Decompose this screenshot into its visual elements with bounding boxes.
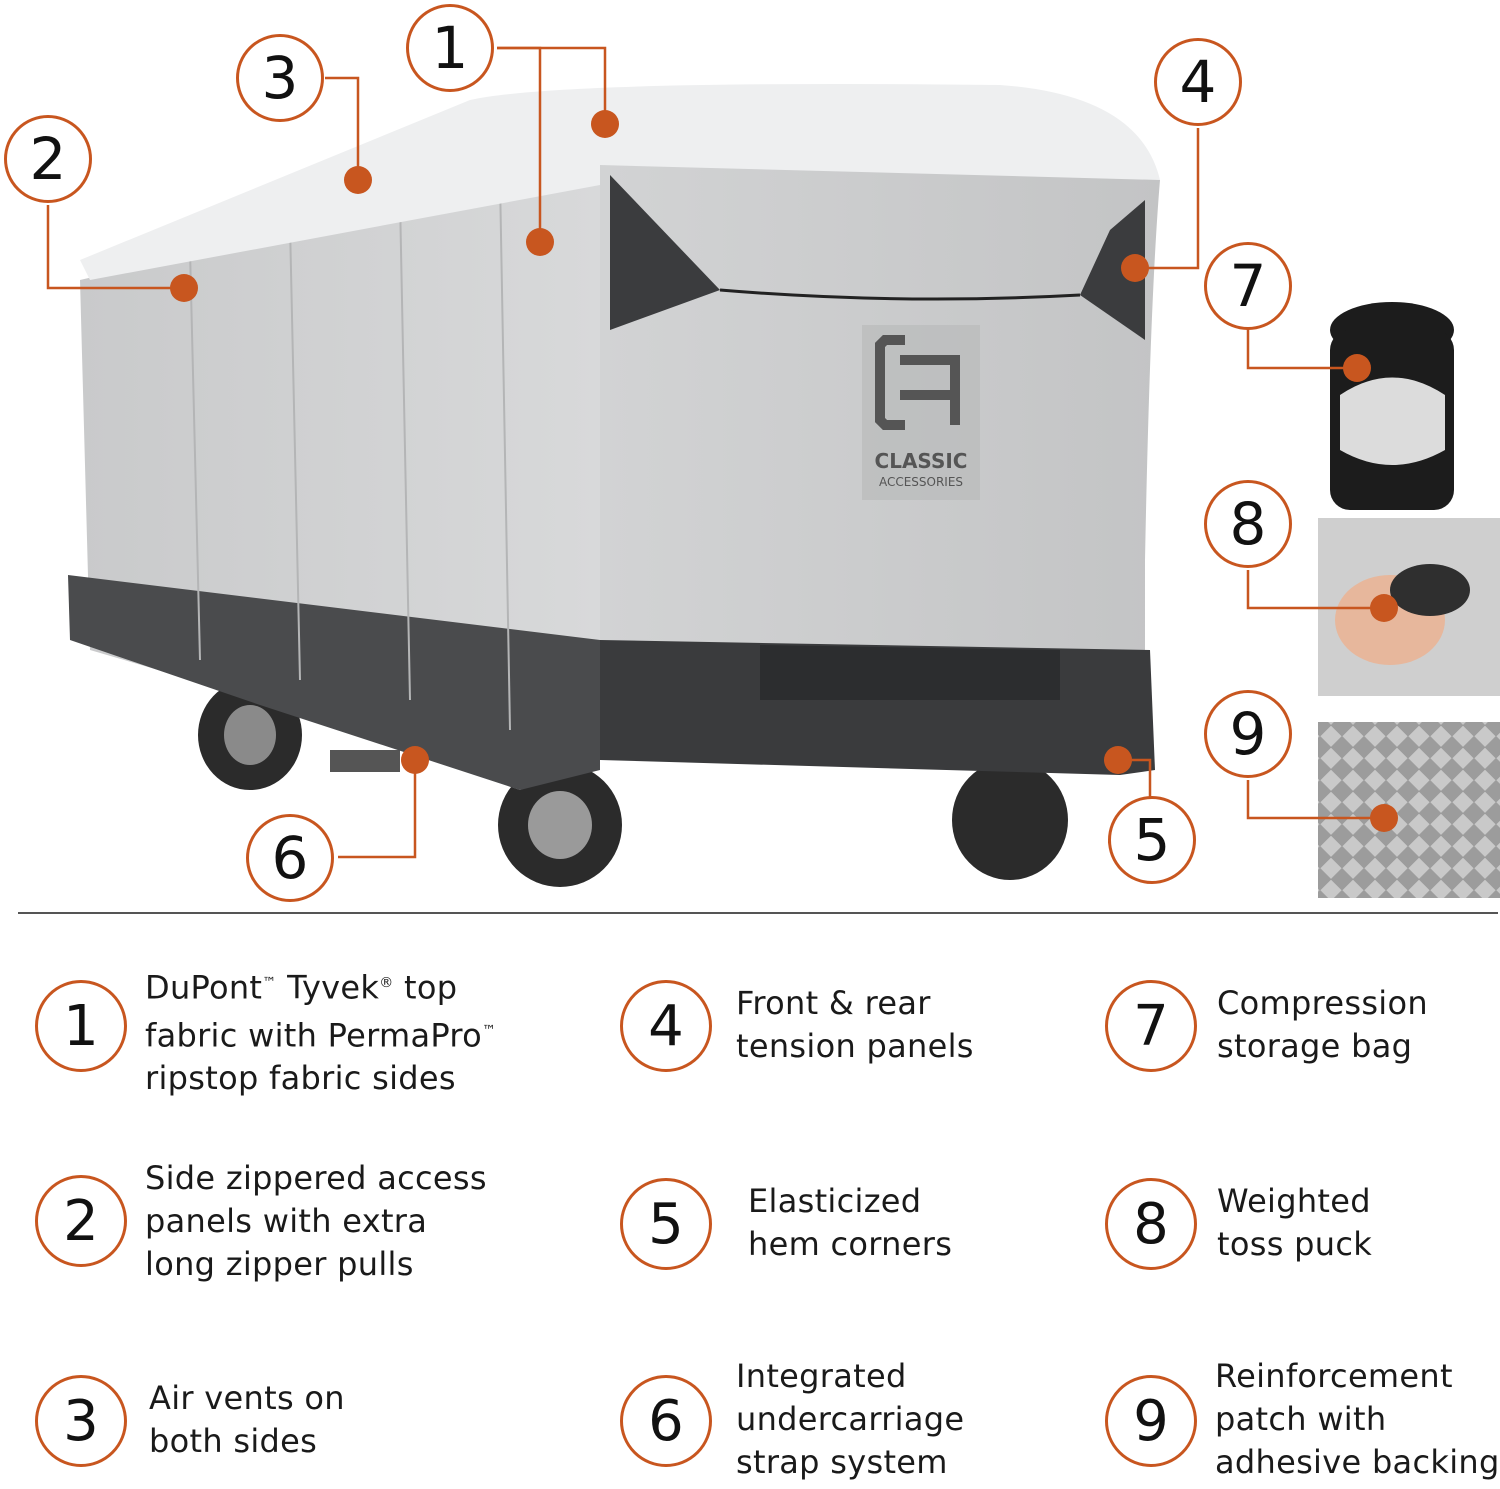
feature-number: 6 xyxy=(620,1375,712,1467)
feature-number: 5 xyxy=(620,1178,712,1270)
classic-accessories-logo: CLASSIC ACCESSORIES xyxy=(862,325,980,500)
feature-text: Compression storage bag xyxy=(1217,984,1428,1065)
storage-bag-image xyxy=(1330,302,1454,510)
feature-number: 3 xyxy=(35,1375,127,1467)
callout-7: 7 xyxy=(1204,242,1292,330)
callout-4: 4 xyxy=(1154,38,1242,126)
callout-5: 5 xyxy=(1108,796,1196,884)
feature-text: Side zippered access panels with extra l… xyxy=(145,1159,487,1283)
feature-text: DuPont™ Tyvek® top fabric with PermaPro™… xyxy=(145,968,497,1098)
feature-number: 7 xyxy=(1105,980,1197,1072)
feature-number: 4 xyxy=(620,980,712,1072)
feature-text: Reinforcement patch with adhesive backin… xyxy=(1215,1357,1500,1481)
svg-text:CLASSIC: CLASSIC xyxy=(875,449,968,473)
feature-number: 1 xyxy=(35,980,127,1072)
callout-2: 2 xyxy=(4,115,92,203)
feature-text: Weighted toss puck xyxy=(1217,1182,1373,1263)
svg-text:ACCESSORIES: ACCESSORIES xyxy=(879,475,963,489)
feature-text: Integrated undercarriage strap system xyxy=(736,1357,965,1481)
callout-8: 8 xyxy=(1204,480,1292,568)
callout-3: 3 xyxy=(236,34,324,122)
feature-text: Front & rear tension panels xyxy=(736,984,974,1065)
feature-number: 2 xyxy=(35,1175,127,1267)
callout-1: 1 xyxy=(406,4,494,92)
divider xyxy=(18,912,1498,914)
feature-text: Air vents on both sides xyxy=(149,1379,345,1460)
feature-number: 9 xyxy=(1105,1375,1197,1467)
feature-text: Elasticized hem corners xyxy=(748,1182,953,1263)
rv-cover-illustration: CLASSIC ACCESSORIES xyxy=(46,46,1500,898)
feature-number: 8 xyxy=(1105,1178,1197,1270)
rv-side-skirt xyxy=(68,575,600,790)
callout-6: 6 xyxy=(246,814,334,902)
reinforcement-patch-photo xyxy=(1318,722,1500,898)
leader-dots xyxy=(170,110,1398,832)
callout-9: 9 xyxy=(1204,690,1292,778)
